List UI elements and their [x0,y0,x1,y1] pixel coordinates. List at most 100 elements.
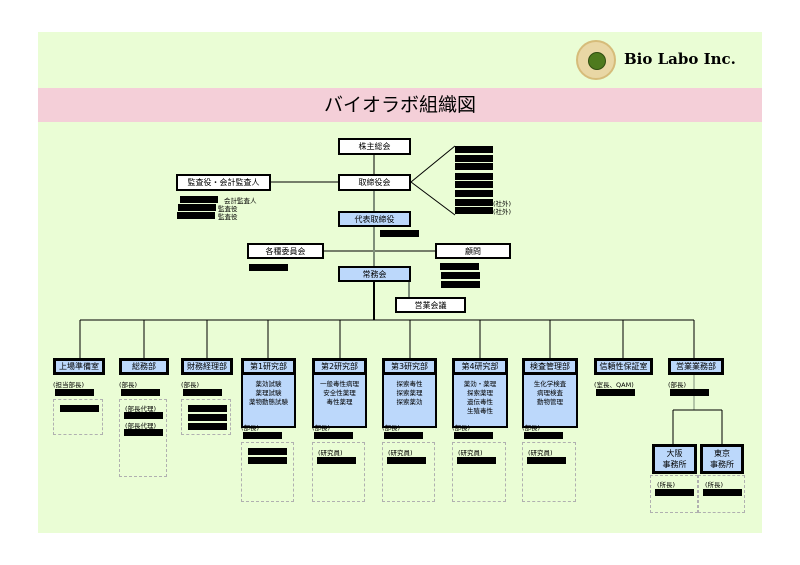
redacted-name [441,281,480,288]
staff-box [241,442,294,502]
dept-box: 第2研究部 [312,358,367,375]
dept-box: 上場準備室 [53,358,105,375]
redacted-name [387,457,426,464]
redacted-name [440,263,479,270]
sales-meeting-box: 営業会議 [395,297,466,313]
redacted-name [670,389,709,396]
staff-box [382,442,435,502]
staff-box [181,399,231,435]
president-box: 代表取締役 [338,211,411,227]
page-title: バイオラボ組織図 [323,94,476,116]
dept-role-label: (部長) [522,424,541,432]
dept-role-label: (部長) [312,424,331,432]
redacted-name [455,146,493,153]
redacted-name [188,414,227,421]
outside-director-label: (社外) [493,208,512,216]
redacted-name [314,432,353,439]
office-head-label: (所長) [657,481,676,489]
dept-role-label: (部長) [181,381,200,389]
auditor-role: 監査役 [218,205,238,213]
dept-box: 第1研究部 [241,358,296,375]
staff-box [650,475,698,513]
redacted-name [178,204,216,211]
staff-label: (研究員) [388,449,413,457]
redacted-name [188,423,227,430]
deputy-label: (部長代理) [125,405,157,413]
dept-functions: 生化学検査 病理検査 動物管理 [522,375,578,428]
dept-box: 信頼性保証室 [594,358,653,375]
deputy-label: (部長代理) [125,422,157,430]
redacted-name [248,448,287,455]
dept-role-label: (部長) [241,424,260,432]
dept-box: 検査管理部 [522,358,578,375]
staff-box [698,475,745,513]
redacted-name [177,212,215,219]
redacted-name [380,230,419,237]
staff-label: (研究員) [318,449,343,457]
dept-functions: 探索毒性 探索薬理 探索薬効 [382,375,437,428]
shareholders-meeting-box: 株主総会 [338,138,411,155]
redacted-name [124,412,163,419]
redacted-name [60,405,99,412]
auditor-role: 会計監査人 [224,197,257,205]
dept-role-label: (担当部長) [53,381,85,389]
committees-box: 各種委員会 [247,243,324,259]
office-box: 大阪 事務所 [652,444,697,474]
dept-box: 財務経理部 [181,358,233,375]
staff-box [452,442,506,502]
staff-box [522,442,576,502]
board-of-directors-box: 取締役会 [338,174,411,191]
dept-box: 総務部 [119,358,169,375]
staff-label: (研究員) [528,449,553,457]
auditors-box: 監査役・会計監査人 [176,174,271,191]
dept-functions: 薬効・薬理 探索薬理 遺伝毒性 生殖毒性 [452,375,508,428]
staff-label: (研究員) [458,449,483,457]
dept-functions: 薬効試験 薬理試験 薬物動態試験 [241,375,296,428]
redacted-name [596,389,635,396]
redacted-name [317,457,356,464]
redacted-name [455,207,493,214]
staff-box [119,399,167,477]
executive-committee-box: 常務会 [338,266,411,282]
dept-role-label: (室長、QAM) [594,381,634,389]
redacted-name [121,389,160,396]
office-box: 東京 事務所 [700,444,744,474]
dept-box: 第3研究部 [382,358,437,375]
redacted-name [655,489,694,496]
dept-functions: 一般毒性病理 安全性薬理 毒性薬理 [312,375,367,428]
redacted-name [527,457,566,464]
office-head-label: (所長) [705,481,724,489]
redacted-name [455,173,493,180]
redacted-name [384,432,423,439]
redacted-name [454,432,493,439]
redacted-name [183,389,222,396]
redacted-name [524,432,563,439]
staff-box [53,399,103,435]
redacted-name [703,489,742,496]
redacted-name [455,163,493,170]
outside-director-label: (社外) [493,200,512,208]
redacted-name [457,457,496,464]
redacted-name [455,190,493,197]
dept-role-label: (部長) [382,424,401,432]
redacted-name [55,389,94,396]
dept-box: 第4研究部 [452,358,508,375]
redacted-name [455,199,493,206]
staff-box [312,442,365,502]
redacted-name [188,405,227,412]
company-name: Bio Labo Inc. [624,50,736,68]
dept-box: 営業業務部 [668,358,724,375]
redacted-name [248,457,287,464]
redacted-name [124,429,163,436]
redacted-name [180,196,218,203]
title-band [38,88,762,122]
dept-role-label: (部長) [452,424,471,432]
company-logo [576,40,616,80]
redacted-name [243,432,282,439]
redacted-name [441,272,480,279]
dept-role-label: (部長) [119,381,138,389]
advisors-box: 顧問 [435,243,511,259]
redacted-name [455,181,493,188]
redacted-name [455,155,493,162]
